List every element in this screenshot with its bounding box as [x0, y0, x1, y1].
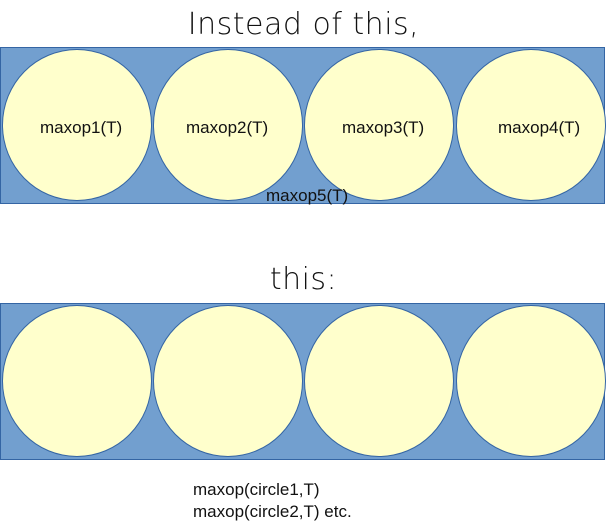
top-circle-2: [153, 49, 303, 201]
note-line-1: maxop(circle1,T): [193, 480, 320, 499]
bottom-circle-4: [456, 305, 606, 457]
label-maxop4: maxop4(T): [498, 118, 581, 137]
top-circle-3: [304, 49, 454, 201]
bottom-circle-1: [2, 305, 152, 457]
label-maxop1: maxop1(T): [40, 118, 123, 137]
note-line-2: maxop(circle2,T) etc.: [193, 502, 352, 521]
heading-instead-of-this: Instead of this,: [187, 7, 420, 42]
label-maxop3: maxop3(T): [342, 118, 425, 137]
bottom-circle-2: [153, 305, 303, 457]
top-band: [0, 47, 606, 204]
top-circle-1: [2, 49, 152, 201]
bottom-band: [0, 303, 606, 460]
top-circle-4: [456, 49, 606, 201]
heading-this: this:: [269, 262, 338, 297]
label-maxop5: maxop5(T): [266, 186, 349, 205]
label-maxop2: maxop2(T): [186, 118, 269, 137]
bottom-circle-3: [304, 305, 454, 457]
